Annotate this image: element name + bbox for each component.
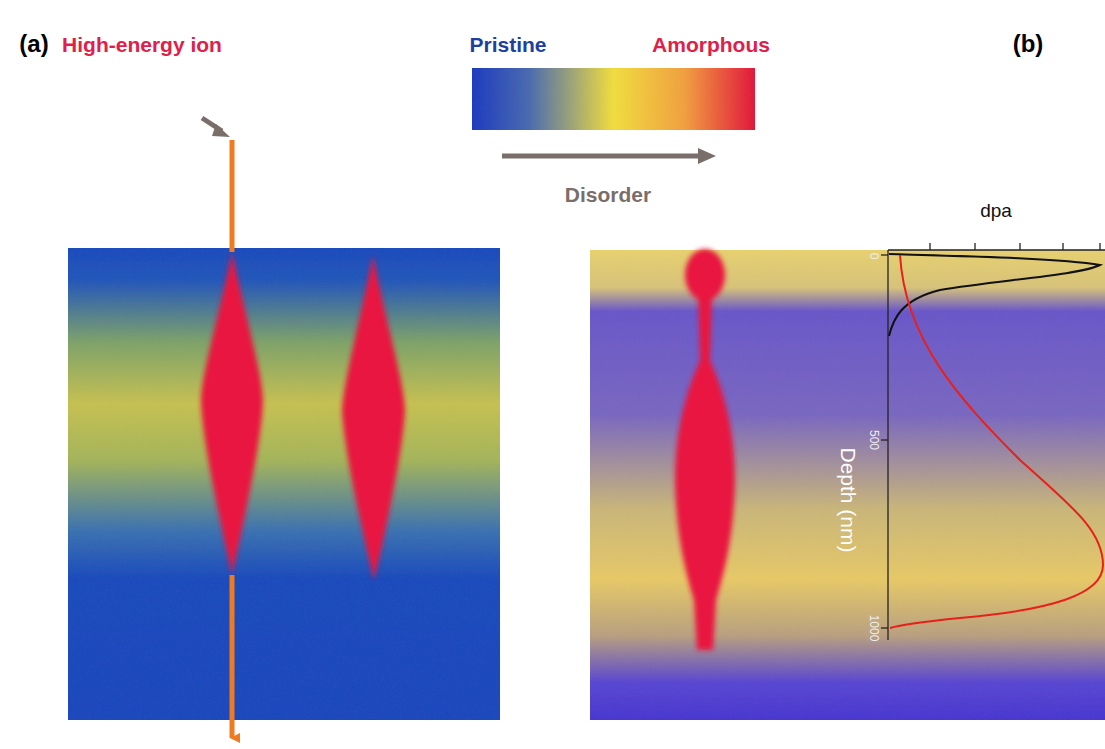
- panel-letter: (b): [1013, 32, 1044, 56]
- ion-label: High-energy ion: [62, 34, 222, 55]
- amorphous-tracks: [201, 252, 405, 580]
- axis-title: Depth (nm): [838, 447, 859, 552]
- color-bar: [472, 68, 755, 130]
- plot-axes: [881, 243, 1105, 640]
- scale-label: Disorder: [565, 184, 651, 205]
- tick-label: 0: [868, 253, 880, 260]
- scale-end-label: Amorphous: [652, 34, 770, 55]
- ion-track: [230, 140, 235, 252]
- arrow-head: [212, 124, 230, 137]
- scale-end-label: Pristine: [469, 34, 546, 55]
- tick-label: 1000: [868, 615, 880, 642]
- panel-letter: (a): [19, 32, 48, 56]
- amorphous-track: [675, 249, 735, 650]
- tick-label: 500: [868, 430, 880, 450]
- arrow-head: [698, 148, 716, 164]
- ion-track: [230, 575, 235, 738]
- axis-title: dpa: [980, 201, 1012, 220]
- panel-a-ground: [68, 248, 500, 720]
- ion-range-curve: [890, 255, 1103, 628]
- disorder-arrow: [502, 154, 700, 159]
- dpa-curve: [889, 254, 1100, 336]
- panel-b-ground: [590, 250, 1105, 720]
